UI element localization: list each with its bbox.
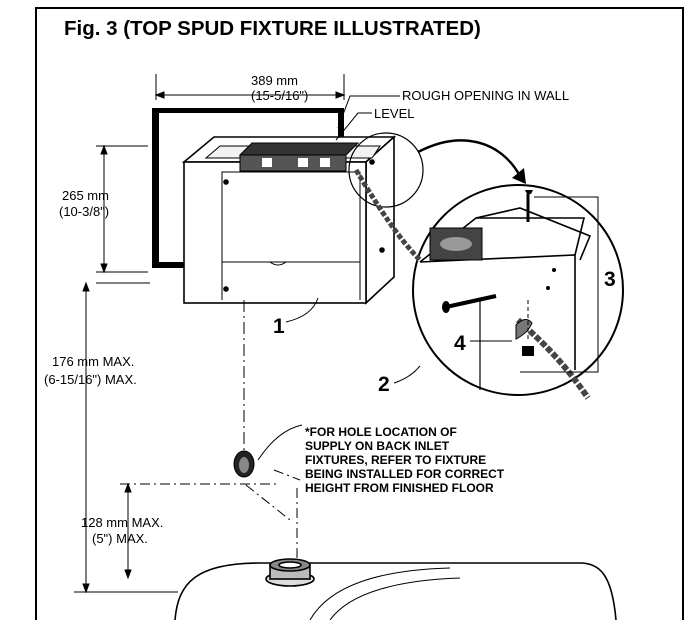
width-in-label: (15-5/16") [251, 88, 308, 103]
floor-in-label: (5") MAX. [92, 531, 148, 546]
callout-3: 3 [604, 268, 616, 291]
drop-mm-label: 176 mm MAX. [52, 354, 134, 369]
figure-title: Fig. 3 (TOP SPUD FIXTURE ILLUSTRATED) [64, 17, 481, 40]
note-line-2: SUPPLY ON BACK INLET [305, 439, 450, 453]
note-line-3: FIXTURES, REFER TO FIXTURE [305, 453, 486, 467]
note-line-1: *FOR HOLE LOCATION OF [305, 425, 457, 439]
carrier-box [181, 135, 397, 305]
level-label: LEVEL [374, 106, 414, 121]
callout-1: 1 [273, 315, 285, 338]
detail-circle [348, 132, 624, 400]
callout-2: 2 [378, 373, 390, 396]
detail-arrowhead [512, 168, 526, 184]
rough-opening-label: ROUGH OPENING IN WALL [402, 88, 569, 103]
level-tool [238, 142, 360, 172]
height-in-label: (10-3/8") [59, 204, 109, 219]
height-mm-label: 265 mm [62, 188, 109, 203]
note-line-4: BEING INSTALLED FOR CORRECT [305, 467, 505, 481]
floor-mm-label: 128 mm MAX. [81, 515, 163, 530]
detail-arrow [417, 139, 522, 177]
drop-in-label: (6-15/16") MAX. [44, 372, 137, 387]
spud-hole [233, 450, 255, 478]
centerline-lower [245, 469, 301, 560]
dimension-lines [74, 74, 346, 594]
leader-lines [257, 95, 599, 461]
frame-border [35, 7, 684, 620]
width-mm-label: 389 mm [251, 73, 298, 88]
callout-4: 4 [454, 332, 466, 355]
supply-note: *FOR HOLE LOCATION OF SUPPLY ON BACK INL… [305, 425, 505, 495]
note-line-5: HEIGHT FROM FINISHED FLOOR [305, 481, 494, 495]
fixture-tank [174, 558, 617, 621]
